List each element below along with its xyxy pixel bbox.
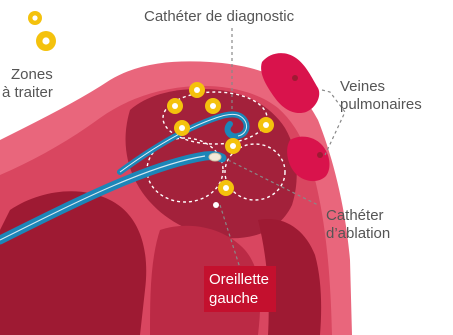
legend-label-line1: Zones (11, 66, 53, 84)
label-oreillette-line2: gauche (204, 289, 276, 308)
label-diagnostic-catheter: Cathéter de diagnostic (144, 8, 294, 26)
label-ablation-line1: Cathéter (326, 207, 384, 225)
legend-zone-icon (24, 6, 84, 62)
label-ablation-line2: d’ablation (326, 225, 390, 243)
ventricle-left (0, 191, 146, 335)
label-veines-line2: pulmonaires (340, 96, 422, 114)
legend-label-line2: à traiter (2, 84, 53, 102)
label-veines-line1: Veines (340, 78, 385, 96)
oreillette-gauche-label: Oreillette gauche (204, 266, 276, 312)
ablation-tip (209, 153, 221, 161)
label-oreillette-line1: Oreillette (204, 266, 276, 289)
